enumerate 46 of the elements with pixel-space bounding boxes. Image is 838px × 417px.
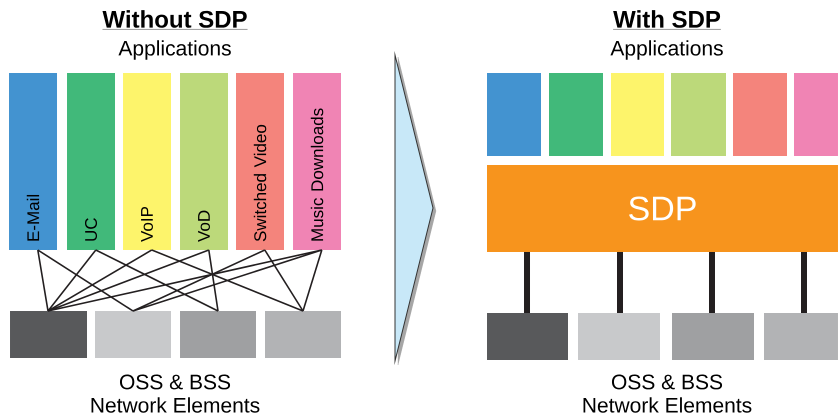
application-box <box>733 73 787 156</box>
panel-heading: Without SDP <box>102 10 248 30</box>
application-box <box>794 73 838 156</box>
connection-line <box>37 250 49 312</box>
section-label: Applications <box>118 40 231 60</box>
application-box <box>487 73 541 156</box>
application-bar: Music Downloads <box>293 73 341 250</box>
element-box <box>578 312 660 360</box>
element-box <box>95 311 171 358</box>
element-box <box>672 312 754 360</box>
connector-bar <box>617 252 623 313</box>
section-label: Network Elements <box>584 397 752 413</box>
connection-line <box>95 249 218 312</box>
section-label: Applications <box>610 40 723 60</box>
element-box <box>764 312 838 360</box>
application-box <box>549 73 603 156</box>
section-label: OSS & BSS <box>612 374 722 390</box>
connection-line <box>208 250 219 312</box>
application-box <box>611 73 664 156</box>
connection-line <box>48 249 322 312</box>
connection-line <box>48 249 152 312</box>
connection-line <box>37 249 134 312</box>
connection-line <box>302 250 323 312</box>
element-box <box>265 311 341 358</box>
application-bar: Switched Video <box>236 73 284 250</box>
connection-line <box>47 250 96 312</box>
connector-bar <box>524 252 530 313</box>
connection-line <box>132 249 322 312</box>
connector-bar <box>709 252 715 313</box>
connection-line <box>48 249 210 312</box>
application-bar: VoD <box>180 73 228 250</box>
connection-line <box>264 250 304 312</box>
connection-line <box>132 249 266 312</box>
connection-line <box>152 249 304 312</box>
application-bar: UC <box>67 73 115 250</box>
panel-heading: With SDP <box>612 10 722 30</box>
application-bar: E-Mail <box>9 73 58 250</box>
application-bar: VoIP <box>123 73 171 250</box>
platform-box: SDP <box>487 165 838 252</box>
section-label: Network Elements <box>92 397 260 413</box>
application-box <box>671 73 726 156</box>
element-box <box>10 311 87 358</box>
element-box <box>487 312 568 360</box>
element-box <box>180 311 256 358</box>
connector-bar <box>801 252 807 313</box>
section-label: OSS & BSS <box>120 374 230 390</box>
